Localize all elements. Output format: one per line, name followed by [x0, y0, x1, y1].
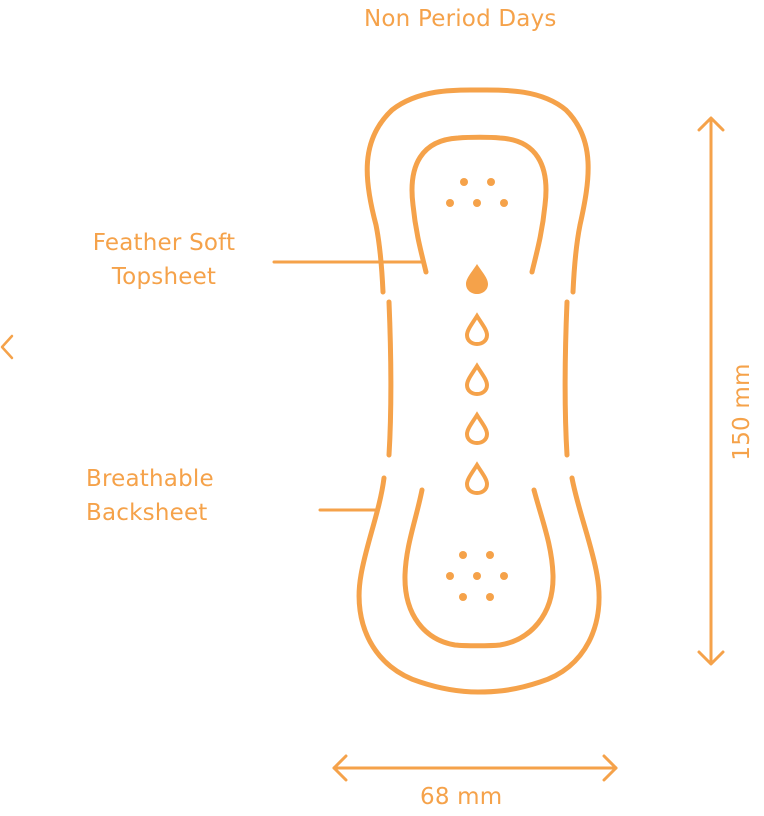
dot [473, 572, 481, 580]
pad-outer-right-mid [562, 299, 570, 458]
droplet-icon [464, 461, 490, 496]
dot [486, 551, 494, 559]
droplet-icon [464, 411, 490, 446]
bottom-perforation-dots [446, 551, 508, 601]
dot [446, 199, 454, 207]
top-perforation-dots [446, 178, 508, 207]
topsheet-inner-bottom [402, 487, 556, 649]
droplet-icon-filled [466, 264, 488, 294]
chevron-left-icon[interactable] [0, 334, 22, 360]
dot [500, 199, 508, 207]
width-dimension-label: 68 mm [420, 784, 503, 810]
diagram-title: Non Period Days [364, 6, 557, 32]
droplet-icon [464, 362, 490, 397]
dot [473, 199, 481, 207]
backsheet-label-line1: Breathable [86, 466, 214, 492]
dot [487, 178, 495, 186]
droplet-icon [464, 312, 490, 347]
topsheet-label-line1: Feather Soft [92, 230, 236, 256]
topsheet-label: Feather Soft Topsheet [84, 226, 244, 294]
dot [446, 572, 454, 580]
dot [459, 593, 467, 601]
droplet-column [464, 264, 490, 496]
topsheet-label-line2: Topsheet [111, 264, 217, 290]
pad-outer-top [364, 87, 591, 295]
height-dimension-arrow [697, 116, 725, 666]
dot [500, 572, 508, 580]
dot [486, 593, 494, 601]
dot [459, 551, 467, 559]
backsheet-label-line2: Backsheet [86, 500, 208, 526]
topsheet-inner-top [409, 134, 549, 275]
pad-outer-left-mid [386, 299, 394, 458]
width-dimension-arrow [332, 754, 618, 782]
pad-outer-bottom [356, 475, 602, 695]
dot [460, 178, 468, 186]
backsheet-label: Breathable Backsheet [86, 462, 256, 530]
